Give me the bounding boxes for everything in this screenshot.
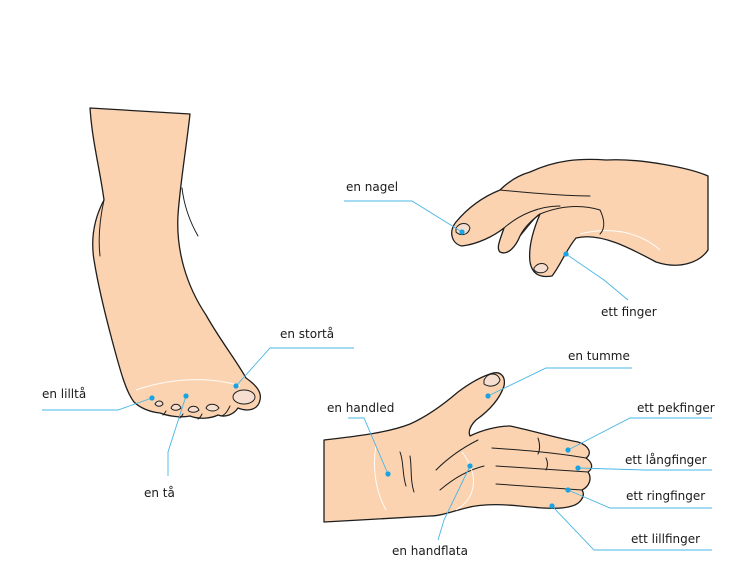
palm-crease-2 [439,465,485,491]
toe-base-highlight [135,379,241,391]
label-handflata: en handflata [392,544,468,558]
toe-nail-4 [170,403,182,411]
hand-open-illustration [323,372,593,523]
leader-lilltaa [42,397,153,411]
toe-gap-3 [179,413,184,419]
leader-taa [167,395,187,476]
label-tumme: en tumme [568,349,630,363]
leader-stortaa [235,347,354,387]
foot-illustration [89,107,262,420]
hand-pointing-illustration [451,158,709,278]
leader-lines [42,200,712,551]
dot-lilltaa [149,395,155,401]
leader-nagel [344,200,463,233]
label-ringfinger: ett ringfinger [626,489,705,503]
marker-dots [149,229,581,509]
finger-nail [533,263,549,274]
finger-div-3 [495,483,583,491]
toe-nail-3 [187,405,200,413]
knuckle-crease-1 [537,437,540,455]
finger-line-1 [499,189,591,197]
dot-finger [563,251,569,257]
toe-nail-5 [154,400,164,407]
hand-open-shape [323,372,593,523]
big-toe-nail [232,389,256,405]
label-pekfinger: ett pekfinger [637,401,715,415]
label-stortaa: en stortå [280,327,334,341]
leader-ringfinger [567,489,712,509]
leader-lillfinger [551,505,712,551]
label-handled: en handled [327,401,394,415]
dot-pekfinger [565,447,571,453]
dot-nagel [459,229,465,235]
dot-stortaa [233,383,239,389]
leader-handled [348,417,389,475]
dot-taa [183,393,189,399]
finger-div-2 [495,465,589,473]
dot-langfinger [575,465,581,471]
finger-line-4 [519,213,541,237]
leader-handflata [437,465,471,541]
dot-tumme [485,393,491,399]
knuckle-line [599,209,605,235]
dot-ringfinger [565,487,571,493]
dot-lillfinger [549,503,555,509]
toe-nail-2 [205,403,220,412]
knuckle-crease-2 [545,457,548,471]
palm-highlight [455,451,474,511]
wrist-highlight [373,445,387,511]
leader-tumme [487,367,632,397]
label-nagel: en nagel [346,180,398,194]
wrist-crease-1 [399,451,407,487]
labels: en lilltå en stortå en tå en nagel ett f… [42,180,715,558]
toe-gap-4 [162,410,167,416]
toe-gap-2 [197,413,203,420]
palm-highlight [579,230,661,251]
label-lilltaa: en lilltå [42,387,86,401]
label-taa: en tå [144,486,175,500]
leader-finger [565,253,629,301]
label-lillfinger: ett lillfinger [631,532,700,546]
foot-shape [89,107,262,419]
finger-div-1 [491,447,587,459]
dot-handled [385,471,391,477]
toe-gap-1 [221,405,231,417]
label-finger: ett finger [601,305,657,319]
thumb-nail [483,373,501,387]
wrist-crease-2 [409,455,415,493]
finger-line-3 [539,206,601,215]
label-langfinger: ett långfinger [625,453,707,467]
ankle-line [98,199,105,257]
leader-pekfinger [567,417,712,451]
leader-langfinger [577,467,712,471]
palm-crease-1 [435,439,479,471]
finger-line-2 [503,205,561,229]
instep-line [181,187,199,237]
dot-handflata [467,463,473,469]
hand-pointing-shape [451,158,709,278]
